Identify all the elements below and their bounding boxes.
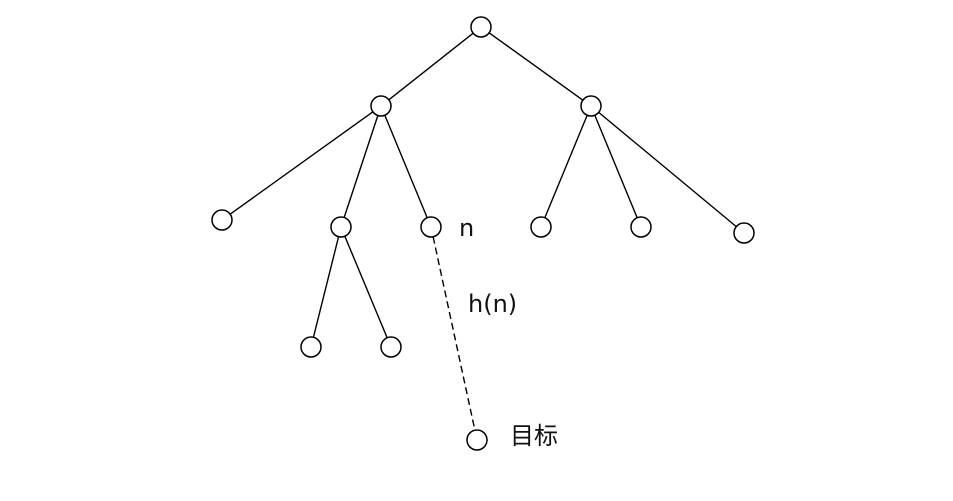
tree-node-a2b [380, 336, 402, 358]
goal-label: 目标 [510, 422, 558, 450]
tree-node-n [420, 216, 442, 238]
edge-a-a2 [343, 115, 379, 218]
tree-node-a1 [211, 209, 233, 231]
tree-node-b [580, 95, 602, 117]
tree-node-a [370, 95, 392, 117]
tree-node-b2 [630, 216, 652, 238]
heuristic-label: h(n) [468, 290, 518, 318]
tree-node-a2 [330, 216, 352, 238]
edge-a-a1 [229, 111, 374, 215]
tree-edges [229, 32, 737, 431]
edge-n-goal [432, 236, 476, 431]
edge-a2-a2a [312, 236, 340, 338]
tree-nodes [211, 16, 755, 451]
tree-node-a2a [300, 336, 322, 358]
tree-node-root [470, 16, 492, 38]
edge-b-b2 [594, 114, 638, 219]
edge-b-b3 [598, 111, 737, 228]
tree-node-b1 [530, 216, 552, 238]
edge-root-a [388, 32, 474, 101]
edge-root-b [488, 32, 584, 101]
tree-node-goal [466, 429, 488, 451]
edge-b-b1 [544, 114, 588, 219]
node-n-label: n [459, 214, 475, 242]
edge-a-n [384, 114, 428, 219]
tree-node-b3 [733, 222, 755, 244]
edge-a2-a2b [344, 235, 388, 339]
